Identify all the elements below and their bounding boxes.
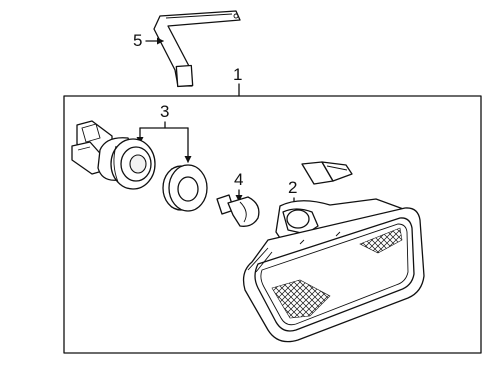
callout-4-label: 4	[234, 170, 243, 189]
bulb-socket-icon	[71, 120, 156, 190]
callout-3: 3	[136, 102, 192, 163]
socket-seal-icon	[162, 164, 208, 212]
callout-1-label: 1	[233, 65, 242, 84]
callout-5-label: 5	[133, 31, 142, 50]
callout-2-label: 2	[288, 178, 297, 197]
assembly-frame	[63, 95, 482, 354]
callout-1: 1	[233, 65, 242, 97]
callout-3-label: 3	[160, 102, 169, 121]
lamp-housing-icon	[242, 198, 425, 343]
wedge-bulb-icon	[216, 194, 260, 227]
retainer-clip-icon	[301, 161, 353, 185]
callout-5: 5	[133, 31, 164, 50]
callout-4: 4	[234, 170, 243, 202]
bracket-icon	[153, 10, 241, 88]
